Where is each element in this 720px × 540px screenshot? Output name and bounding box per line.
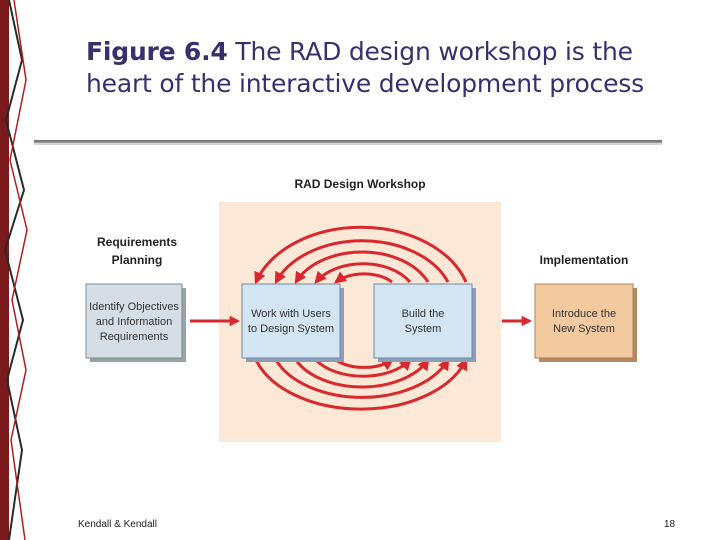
work-with-users-box: Work with Users to Design System bbox=[241, 283, 344, 362]
top-arc-1 bbox=[254, 225, 468, 285]
bottom-arc-2 bbox=[274, 357, 450, 399]
bottom-cycle-arcs bbox=[254, 357, 468, 411]
top-arc-3 bbox=[294, 250, 430, 285]
introduce-system-box: Introduce the New System bbox=[534, 283, 637, 362]
top-arc-4 bbox=[314, 262, 412, 284]
bottom-arc-4 bbox=[314, 358, 412, 378]
decorative-side-strip bbox=[0, 0, 30, 540]
top-arc-5 bbox=[334, 271, 393, 284]
title-divider-shadow bbox=[34, 143, 662, 145]
top-cycle-arcs bbox=[254, 225, 468, 285]
build-system-line1: Build the bbox=[402, 308, 445, 320]
workshop-heading: RAD Design Workshop bbox=[294, 177, 425, 191]
requirements-box: Identify Objectives and Information Requ… bbox=[85, 283, 186, 362]
figure-number: Figure 6.4 bbox=[86, 37, 228, 66]
implementation-heading: Implementation bbox=[540, 253, 629, 267]
bottom-arc-3 bbox=[294, 358, 430, 389]
figure-caption: The RAD design workshop is the heart of … bbox=[86, 37, 644, 98]
introduce-system-line2: New System bbox=[553, 323, 615, 335]
work-with-users-line1: Work with Users bbox=[251, 308, 331, 320]
build-system-box: Build the System bbox=[373, 283, 476, 362]
slide-title: Figure 6.4 The RAD design workshop is th… bbox=[86, 36, 686, 100]
requirements-box-line1: Identify Objectives bbox=[89, 301, 179, 313]
requirements-heading-line2: Planning bbox=[112, 253, 163, 267]
footer-page-number: 18 bbox=[664, 519, 676, 530]
work-with-users-line2: to Design System bbox=[248, 323, 334, 335]
requirements-box-line3: Requirements bbox=[100, 331, 169, 343]
introduce-system-line1: Introduce the bbox=[552, 308, 616, 320]
footer-author: Kendall & Kendall bbox=[78, 519, 157, 530]
top-arc-2 bbox=[274, 239, 450, 285]
requirements-box-line2: and Information bbox=[96, 316, 172, 328]
title-divider bbox=[34, 140, 662, 143]
bottom-arc-1 bbox=[254, 357, 468, 411]
bottom-arc-5 bbox=[335, 358, 394, 371]
requirements-heading-line1: Requirements bbox=[97, 235, 177, 249]
build-system-line2: System bbox=[405, 323, 442, 335]
